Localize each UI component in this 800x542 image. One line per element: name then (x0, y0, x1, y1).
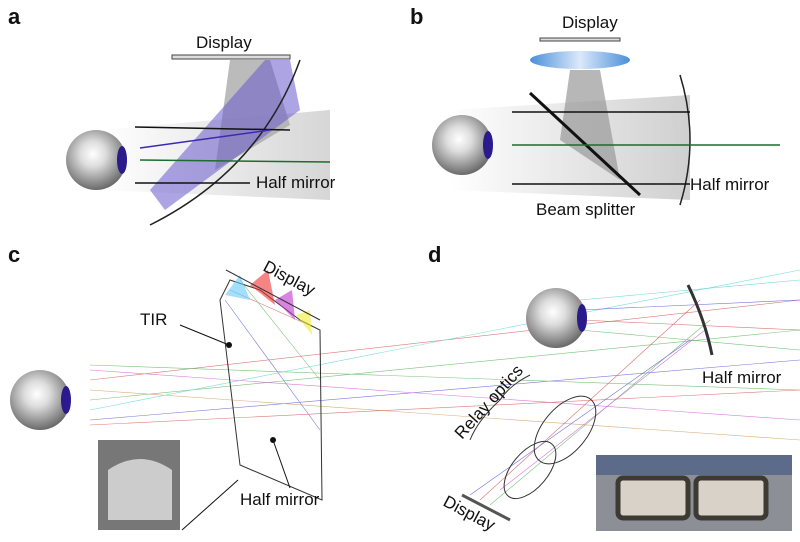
eye-c (10, 370, 70, 430)
glasses-right-lens (693, 475, 769, 521)
iris-c (61, 386, 71, 414)
eye-b (432, 115, 492, 175)
display-pixel-yellow (296, 310, 312, 335)
ray-a1 (134, 126, 291, 131)
beam-splitter-label: Beam splitter (536, 200, 636, 219)
panel-d: d Relay optics Display Half mirror (428, 242, 800, 535)
eye-a (66, 130, 126, 190)
relay-brace (469, 374, 531, 441)
beam-splitter (528, 91, 642, 197)
panel-a: a Display Half mirror (8, 4, 336, 226)
display-label-a: Display (196, 33, 252, 52)
half-mirror-leader-c (272, 439, 291, 489)
display-c (225, 269, 321, 321)
ray-green-a (139, 159, 331, 163)
display-pixel-red (250, 270, 275, 305)
half-mirror-b (679, 74, 691, 206)
glasses-photo-bg (596, 455, 792, 475)
panel-label-c: c (8, 242, 20, 267)
ray-cone-b (560, 70, 620, 180)
panel-label-a: a (8, 4, 21, 29)
half-mirror-label-a: Half mirror (256, 173, 336, 192)
display-b (539, 37, 621, 42)
ray-bundle-c (89, 269, 800, 441)
beam-b (450, 95, 690, 200)
prism-photo-object (108, 459, 172, 520)
display-pixel-cyan (225, 275, 250, 300)
display-pixel-purple (275, 290, 295, 320)
half-mirror-label-d: Half mirror (702, 368, 782, 387)
ray-purple-a (139, 129, 271, 149)
glasses-left-lens (615, 475, 691, 521)
ray-cone-purple-a (150, 60, 300, 210)
panel-label-d: d (428, 242, 441, 267)
relay-optics-label: Relay optics (451, 361, 527, 443)
ray-bundle-d (469, 279, 800, 506)
photo-pointer-c (181, 479, 239, 531)
panel-label-b: b (410, 4, 423, 29)
panel-b: b Display Half mirror Beam splitter (410, 4, 780, 219)
display-a (171, 54, 291, 60)
tir-label: TIR (140, 310, 167, 329)
display-label-b: Display (562, 13, 618, 32)
half-mirror-a (149, 59, 301, 226)
lens-b (530, 51, 630, 69)
half-mirror-label-b: Half mirror (690, 175, 770, 194)
iris-b (483, 131, 493, 159)
tir-leader (179, 324, 230, 346)
half-mirror-d (686, 284, 714, 356)
relay-lens-2 (503, 441, 557, 499)
iris-a (117, 146, 127, 174)
eye-d (526, 288, 586, 348)
relay-lens-1 (533, 395, 597, 465)
iris-d (577, 304, 587, 332)
display-d (461, 493, 511, 522)
half-mirror-label-c: Half mirror (240, 490, 320, 509)
